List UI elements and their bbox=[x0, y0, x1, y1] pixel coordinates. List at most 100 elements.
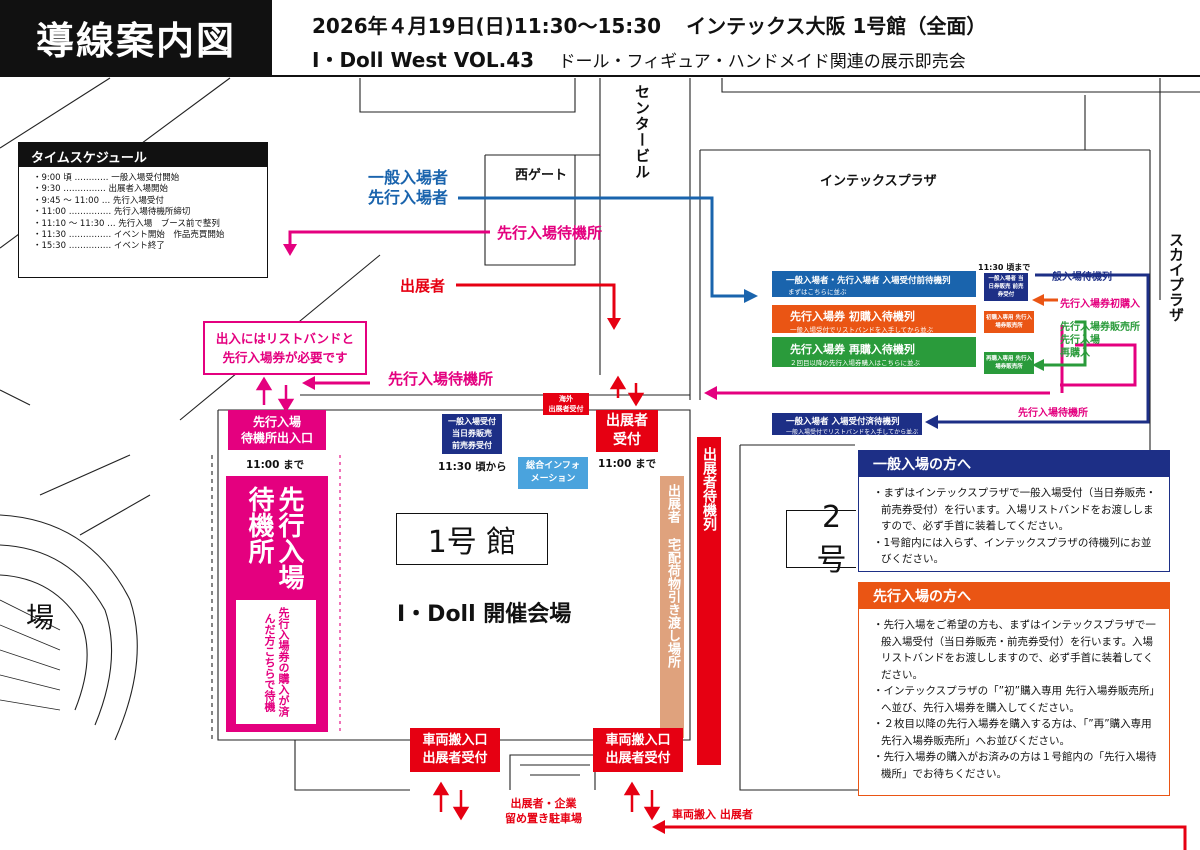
plaza-queue-re-title: 先行入場券 再購入待機列 bbox=[790, 343, 915, 356]
exhibitor-reception-deadline: 11:00 まで bbox=[598, 458, 657, 470]
overseas-line1: 海外 bbox=[559, 395, 573, 403]
first-purchase-label: 先行入場券初購入 bbox=[1060, 299, 1140, 310]
plaza-queue-entry-title: 一般入場者・先行入場者 入場受付前待機列 bbox=[786, 276, 951, 286]
schedule-list: ・9:00 頃 ………… 一般入場受付開始 ・9:30 …………… 出展者入場開… bbox=[19, 173, 267, 253]
schedule-item: ・11:30 …………… イベント開始 作品売買開始 bbox=[33, 230, 225, 241]
schedule-item: ・11:10 〜 11:30 … 先行入場 ブース前で整列 bbox=[33, 218, 220, 229]
priority-info-item: ・インテックスプラザの「”初”購入専用 先行入場券販売所」へ並び、先行入場券を購… bbox=[873, 685, 1155, 714]
overseas-exhibitor-reception: 海外 出展者受付 bbox=[543, 393, 589, 415]
sales-label: 先行入場券販売所 先行入場 再購入 bbox=[1060, 321, 1140, 360]
sales-line2: 先行入場 bbox=[1060, 335, 1100, 346]
venue-label: I・Doll 開催会場 bbox=[397, 602, 572, 627]
delivery-pickup-area: 出展者 宅配荷物引き渡し場所 bbox=[660, 476, 684, 738]
event-date: 2026年４月19日(日)11:30〜15:30 bbox=[312, 14, 662, 38]
vehicle-entrance-1: 車両搬入口 出展者受付 bbox=[410, 728, 500, 772]
plaza-queue-general-done: 一般入場者 入場受付済待機列 一般入場受付でリストバンドを入手してから並ぶ bbox=[772, 413, 922, 436]
plaza-queue-general-title: 一般入場者 入場受付済待機列 bbox=[786, 417, 900, 427]
priority-info-title: 先行入場の方へ bbox=[859, 583, 1169, 609]
priority-waiting-area-title: 先行入場待機所 bbox=[244, 486, 304, 590]
info-counter: 総合インフォメーション bbox=[518, 457, 588, 489]
sales-line1: 先行入場券販売所 bbox=[1060, 322, 1140, 333]
schedule-item: ・9:45 〜 11:00 … 先行入場受付 bbox=[33, 195, 164, 206]
page-title: 導線案内図 bbox=[0, 0, 272, 75]
arena-label: 場 bbox=[26, 601, 55, 634]
priority-waiting-area: 先行入場待機所 先行入場券の購入が済んだ方こちらで待機 bbox=[226, 476, 328, 732]
time-schedule: タイムスケジュール ・9:00 頃 ………… 一般入場受付開始 ・9:30 ……… bbox=[18, 142, 268, 278]
general-entrants-line1: 一般入場者 bbox=[368, 168, 449, 187]
general-info-list: ・まずはインテックスプラザで一般入場受付（当日券販売・前売券受付）を行います。入… bbox=[859, 477, 1169, 568]
sales-line3: 再購入 bbox=[1060, 348, 1090, 359]
vehicle-entrance-2-line2: 出展者受付 bbox=[605, 751, 671, 766]
center-building-label: センタービル bbox=[633, 84, 651, 180]
plaza-queue-first-sub: 一般入場受付でリストバンドを入手してから並ぶ bbox=[790, 326, 934, 334]
plaza-deadline: 11:30 頃まで bbox=[978, 263, 1031, 272]
waiting-area-entrance: 先行入場 待機所出入口 bbox=[228, 410, 326, 450]
priority-info-item: ・先行入場をご希望の方も、まずはインテックスプラザで一般入場受付（当日券販売・前… bbox=[873, 619, 1156, 681]
waiting-area-right-label: 先行入場待機所 bbox=[1018, 408, 1088, 419]
event-date-venue: 2026年４月19日(日)11:30〜15:30 インテックス大阪 1号館（全面… bbox=[312, 10, 986, 39]
delivery-label: 出展者 宅配荷物引き渡し場所 bbox=[665, 484, 680, 668]
reception-line2: 当日券販売 bbox=[452, 429, 492, 438]
general-entrants-label: 一般入場者 先行入場者 bbox=[368, 168, 448, 208]
overseas-line2: 出展者受付 bbox=[548, 405, 584, 413]
vehicle-entrance-1-line2: 出展者受付 bbox=[422, 751, 488, 766]
entrance-line1: 先行入場 bbox=[252, 415, 301, 429]
event-name: I・Doll West VOL.43 bbox=[312, 48, 535, 72]
parking-line2: 留め置き駐車場 bbox=[505, 812, 582, 825]
priority-waiting-note: 先行入場券の購入が済んだ方こちらで待機 bbox=[263, 607, 290, 717]
vehicle-entrance-2: 車両搬入口 出展者受付 bbox=[593, 728, 683, 772]
plaza-queue-re-sub: ２回目以降の先行入場券購入はこちらに並ぶ bbox=[790, 359, 920, 367]
west-gate-label: 西ゲート bbox=[515, 168, 568, 183]
reception-start-time: 11:30 頃から bbox=[438, 461, 507, 473]
intex-plaza-label: インテックスプラザ bbox=[820, 174, 937, 189]
general-info-box: 一般入場の方へ ・まずはインテックスプラザで一般入場受付（当日券販売・前売券受付… bbox=[858, 450, 1170, 572]
general-info-item: ・1号館内には入らず、インテックスプラザの待機列にお並びください。 bbox=[873, 536, 1152, 566]
plaza-queue-entry-sub: まずはこちらに並ぶ bbox=[788, 288, 847, 296]
exhibitor-reception-line2: 受付 bbox=[613, 432, 641, 448]
general-info-title: 一般入場の方へ bbox=[859, 451, 1169, 477]
schedule-title: タイムスケジュール bbox=[19, 143, 267, 167]
parking-label: 出展者・企業 留め置き駐車場 bbox=[505, 796, 582, 826]
exhibitor-queue-label: 出展者待機列 bbox=[701, 447, 717, 531]
event-description: ドール・フィギュア・ハンドメイド関連の展示即売会 bbox=[558, 52, 966, 72]
exhibitors-label: 出展者 bbox=[400, 277, 446, 295]
general-entrants-line2: 先行入場者 bbox=[368, 188, 449, 207]
first-purchase-booth: 初購入専用 先行入場券販売所 bbox=[984, 311, 1034, 333]
schedule-item: ・11:00 …………… 先行入場待機所締切 bbox=[33, 207, 191, 218]
reception-line3: 前売券受付 bbox=[452, 441, 492, 450]
header-divider bbox=[0, 75, 1200, 77]
schedule-item: ・9:30 …………… 出展者入場開始 bbox=[33, 184, 168, 195]
waiting-area-mid-label: 先行入場待機所 bbox=[388, 370, 494, 388]
notice-line1: 出入にはリストバンドと bbox=[215, 331, 355, 346]
plaza-queue-entry: 一般入場者・先行入場者 入場受付前待機列 まずはこちらに並ぶ bbox=[772, 271, 976, 297]
vehicle-entrance-2-line1: 車両搬入口 bbox=[605, 733, 671, 748]
schedule-item: ・15:30 …………… イベント終了 bbox=[33, 241, 165, 252]
entrance-deadline: 11:00 まで bbox=[246, 459, 305, 471]
vehicle-route-label: 車両搬入 出展者 bbox=[672, 808, 753, 821]
hall2-label: 2号 bbox=[786, 500, 856, 578]
parking-line1: 出展者・企業 bbox=[510, 797, 577, 810]
exhibitor-reception: 出展者 受付 bbox=[596, 410, 658, 452]
priority-info-list: ・先行入場をご希望の方も、まずはインテックスプラザで一般入場受付（当日券販売・前… bbox=[859, 609, 1169, 782]
plaza-queue-first-title: 先行入場券 初購入待機列 bbox=[790, 310, 915, 323]
general-line-label: 一般入場待機列 bbox=[1042, 272, 1112, 283]
entrance-line2: 待機所出入口 bbox=[240, 431, 313, 445]
general-info-item: ・まずはインテックスプラザで一般入場受付（当日券販売・前売券受付）を行います。入… bbox=[873, 487, 1157, 532]
event-title-row: I・Doll West VOL.43 ドール・フィギュア・ハンドメイド関連の展示… bbox=[312, 44, 966, 73]
plaza-queue-general-sub: 一般入場受付でリストバンドを入手してから並ぶ bbox=[786, 429, 919, 436]
exhibitor-reception-line1: 出展者 bbox=[606, 413, 648, 429]
general-reception-booth: 一般入場受付 当日券販売 前売券受付 bbox=[442, 414, 502, 454]
vehicle-entrance-1-line1: 車両搬入口 bbox=[422, 733, 488, 748]
notice-line2: 先行入場券が必要です bbox=[222, 350, 348, 365]
priority-info-item: ・２枚目以降の先行入場券を購入する方は、「”再”購入専用 先行入場券販売所」へお… bbox=[873, 718, 1152, 747]
sky-plaza-label: スカイプラザ bbox=[1167, 232, 1185, 322]
reception-line1: 一般入場受付 bbox=[448, 417, 496, 426]
exhibitor-queue: 出展者待機列 bbox=[697, 437, 721, 765]
priority-info-item: ・先行入場券の購入がお済みの方は１号館内の「先行入場待機所」でお待ちください。 bbox=[873, 751, 1157, 780]
schedule-item: ・9:00 頃 ………… 一般入場受付開始 bbox=[33, 173, 180, 183]
plaza-queue-first-purchase: 先行入場券 初購入待機列 一般入場受付でリストバンドを入手してから並ぶ bbox=[772, 305, 976, 334]
repurchase-booth: 再購入専用 先行入場券販売所 bbox=[984, 352, 1034, 374]
event-venue: インテックス大阪 1号館（全面） bbox=[686, 14, 987, 38]
plaza-queue-repurchase: 先行入場券 再購入待機列 ２回目以降の先行入場券購入はこちらに並ぶ bbox=[772, 337, 976, 367]
